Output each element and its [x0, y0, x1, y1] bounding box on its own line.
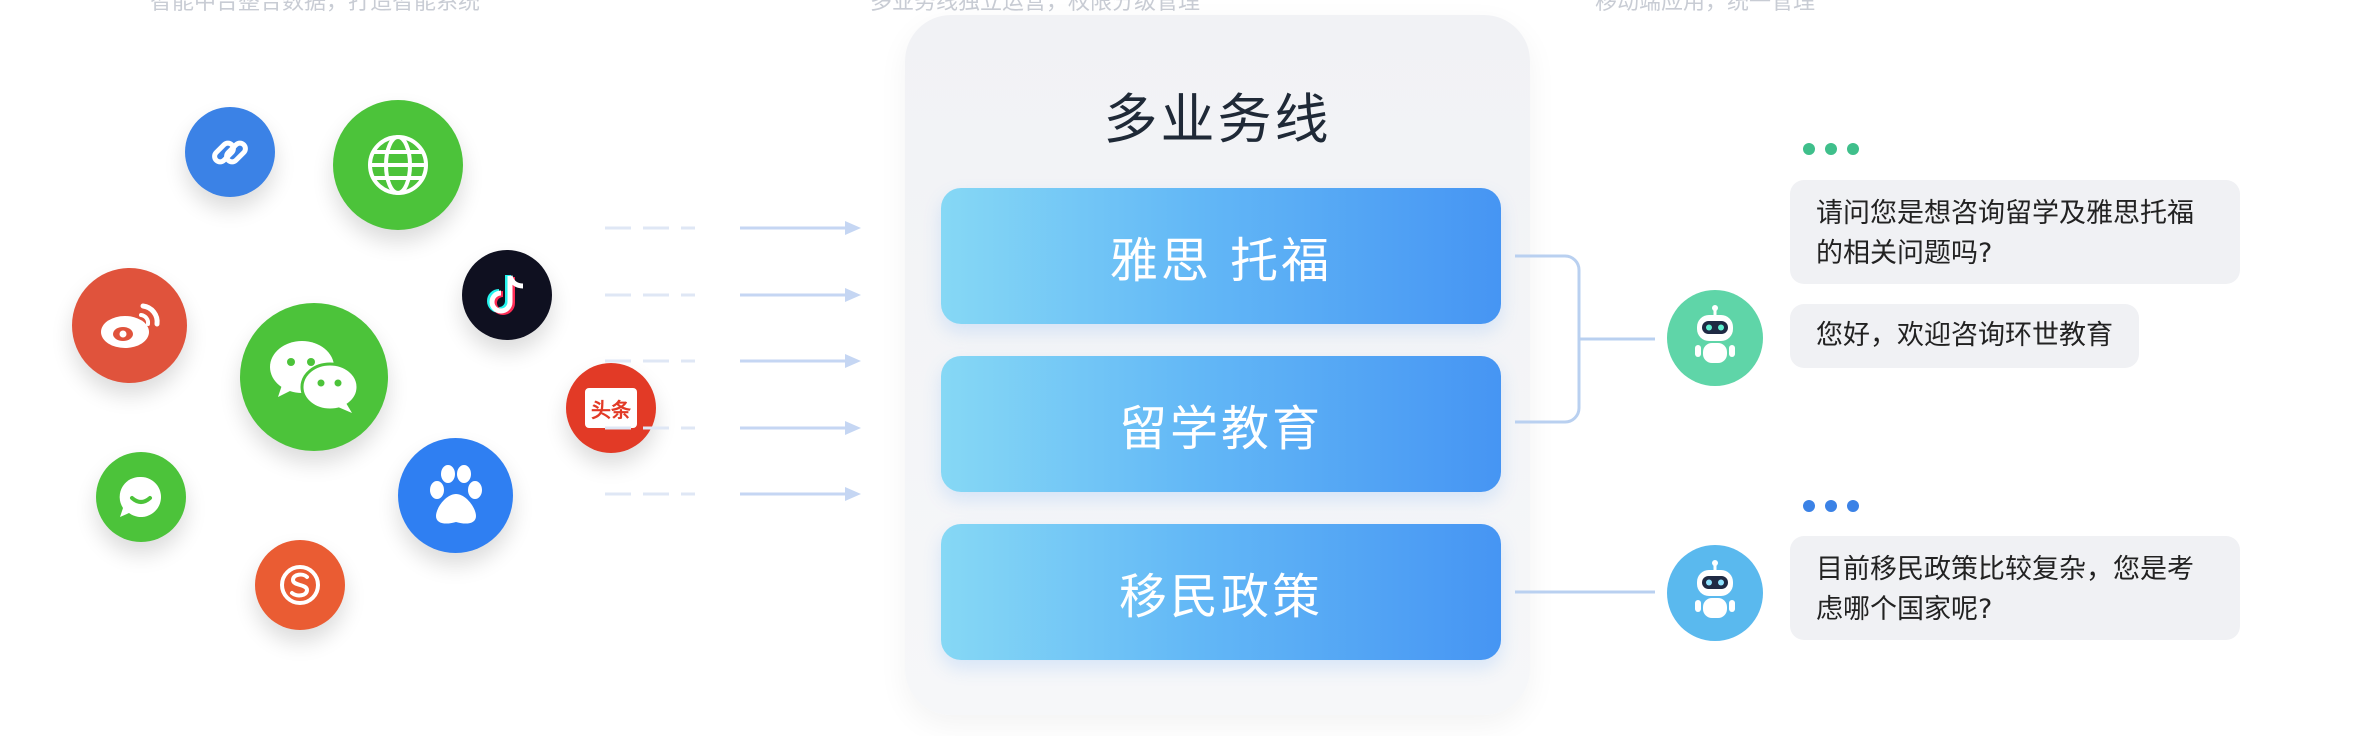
message-icon [119, 476, 161, 517]
weibo-channel-icon[interactable] [72, 268, 187, 383]
chatbot-avatar-green [1667, 290, 1763, 386]
business-line-study-abroad[interactable]: 留学教育 [941, 356, 1501, 492]
toutiao-label: 头条 [591, 397, 631, 422]
chatbot-avatar-blue [1667, 545, 1763, 641]
flow-arrow-1 [605, 221, 861, 235]
caption-left: 智能中台整合数据，打造智能系统 [150, 0, 481, 15]
robot-icon [1695, 560, 1735, 618]
chat-bubble-question: 请问您是想咨询留学及雅思托福的相关问题吗? [1790, 180, 2240, 284]
chat-bubble-greeting: 您好，欢迎咨询环世教育 [1790, 304, 2139, 368]
connector-lines [1515, 254, 1655, 594]
chat-bubble-immigration: 目前移民政策比较复杂，您是考虑哪个国家呢? [1790, 536, 2240, 640]
panel-title: 多业务线 [1103, 88, 1332, 151]
business-line-immigration[interactable]: 移民政策 [941, 524, 1501, 660]
chat-bubble-greeting-text: 您好，欢迎咨询环世教育 [1816, 320, 2113, 351]
tiktok-channel-icon[interactable] [462, 250, 552, 340]
link-channel-icon[interactable] [185, 107, 275, 197]
caption-right: 移动端应用，统一管理 [1595, 0, 1816, 15]
globe-icon [368, 135, 428, 195]
wechat-icon [270, 341, 360, 413]
baidu-paw-icon [429, 464, 482, 524]
toutiao-channel-icon[interactable]: 头条 [566, 363, 656, 453]
flow-arrow-4 [605, 421, 861, 435]
business-line-ielts-toefl[interactable]: 雅思 托福 [941, 188, 1501, 324]
chat-bubble-question-text: 请问您是想咨询留学及雅思托福的相关问题吗? [1816, 198, 2194, 269]
link-icon [212, 140, 248, 165]
flow-arrow-2 [605, 288, 861, 302]
sogou-channel-icon[interactable] [255, 540, 345, 630]
flow-arrow-5 [605, 487, 861, 501]
caption-middle: 多业务线独立运营，权限分级管理 [870, 0, 1201, 15]
chat-bubble-immigration-text: 目前移民政策比较复杂，您是考虑哪个国家呢? [1816, 554, 2194, 625]
web-channel-icon[interactable] [333, 100, 463, 230]
tiktok-icon [487, 275, 524, 315]
flow-arrow-3 [605, 354, 861, 368]
business-lines-panel: 多业务线 雅思 托福 留学教育 移民政策 [905, 15, 1530, 715]
message-channel-icon[interactable] [96, 452, 186, 542]
baidu-channel-icon[interactable] [398, 438, 513, 553]
wechat-channel-icon[interactable] [240, 303, 388, 451]
typing-dots-green [1803, 143, 1859, 155]
robot-icon [1695, 305, 1735, 363]
sogou-icon [280, 565, 320, 605]
toutiao-icon: 头条 [585, 388, 637, 428]
weibo-icon [100, 303, 160, 348]
typing-dots-blue [1803, 500, 1859, 512]
